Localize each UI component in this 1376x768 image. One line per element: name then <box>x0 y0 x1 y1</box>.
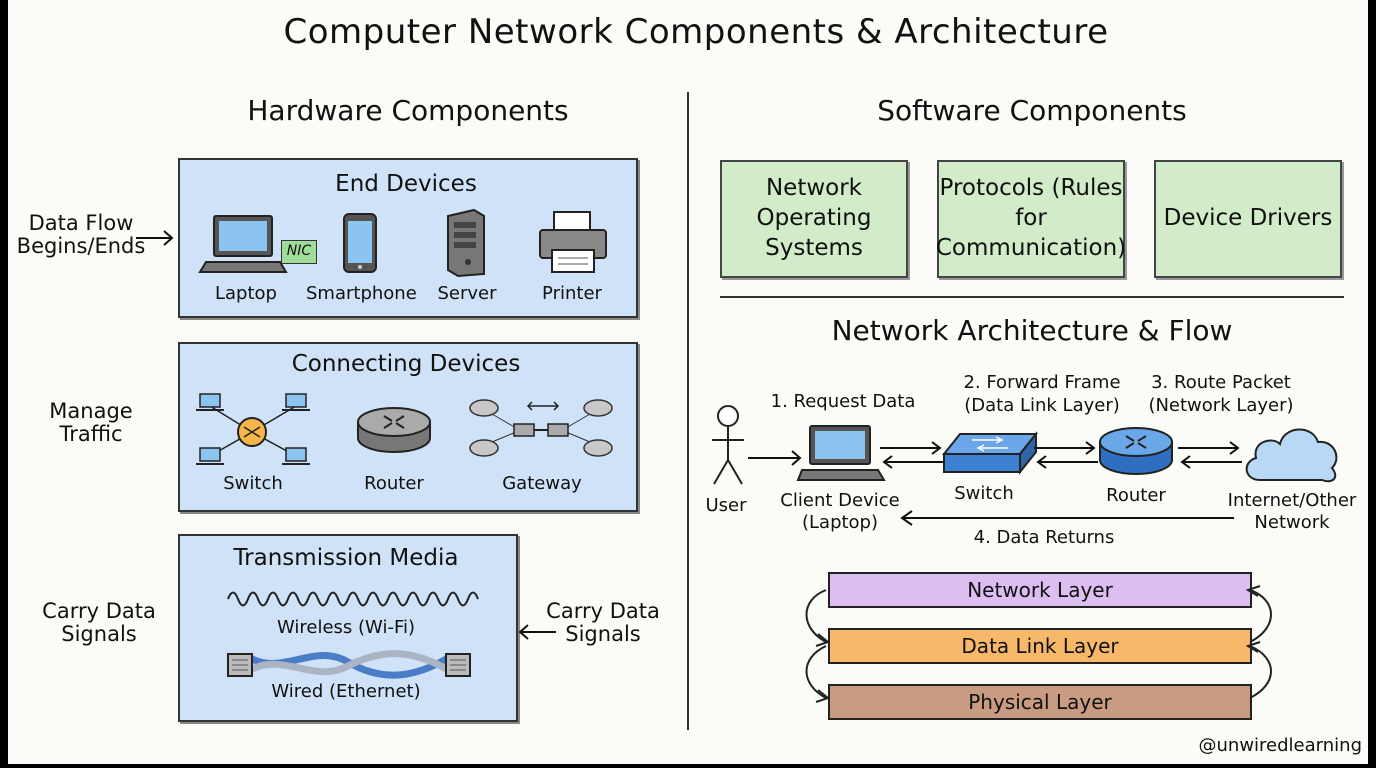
transmission-right-note: Carry Data Signals <box>546 599 660 647</box>
wave-icon <box>227 591 479 607</box>
page-title: Computer Network Components & Architectu… <box>283 12 1109 52</box>
layer-data-link: Data Link Layer <box>828 628 1252 664</box>
laptop-icon <box>198 215 288 273</box>
network-router-icon <box>1099 427 1173 475</box>
client-laptop-icon <box>796 425 886 481</box>
smartphone-icon <box>343 213 377 273</box>
watermark: @unwiredlearning <box>1198 735 1362 756</box>
step4-label: 4. Data Returns <box>973 527 1115 548</box>
switch-flow-label: Switch <box>954 483 1014 504</box>
software-box-protocols: Protocols (Rules for Communication) <box>936 160 1126 278</box>
router-flow-label: Router <box>1106 485 1166 506</box>
nic-badge: NIC <box>281 240 317 264</box>
architecture-heading: Network Architecture & Flow <box>831 314 1233 347</box>
dividers <box>687 92 1344 730</box>
end-devices-title: End Devices <box>335 171 477 197</box>
transmission-left-note: Carry Data Signals <box>42 599 156 647</box>
wired-label: Wired (Ethernet) <box>271 681 421 702</box>
connecting-devices-title: Connecting Devices <box>291 351 521 377</box>
arrow-left-icon <box>518 624 556 640</box>
return-arrow-icon <box>900 510 1234 526</box>
end-devices-note: Data Flow Begins/Ends <box>16 211 146 259</box>
cloud-icon <box>1245 428 1338 483</box>
router-icon <box>357 407 431 453</box>
switch-label: Switch <box>223 473 283 494</box>
gateway-label: Gateway <box>502 473 582 494</box>
printer-label: Printer <box>542 283 602 304</box>
router-label: Router <box>364 473 424 494</box>
network-switch-icon <box>941 431 1039 475</box>
switch-star-icon <box>196 393 310 465</box>
layer-flow-arrows <box>805 585 1272 703</box>
smartphone-label: Smartphone <box>306 283 417 304</box>
client-label: Client Device (Laptop) <box>780 490 900 533</box>
ethernet-cable-icon <box>227 650 471 679</box>
bidirectional-arrow-icon <box>880 441 944 469</box>
bidirectional-arrow-icon <box>1178 441 1242 469</box>
arrow-right-icon <box>748 450 802 466</box>
transmission-media-title: Transmission Media <box>233 545 459 571</box>
software-box-nos: Network Operating Systems <box>720 160 908 278</box>
canvas: Computer Network Components & Architectu… <box>8 0 1368 764</box>
hardware-heading: Hardware Components <box>247 94 569 127</box>
step3-label: 3. Route Packet (Network Layer) <box>1148 372 1294 416</box>
laptop-label: Laptop <box>215 283 277 304</box>
transmission-media-box <box>178 534 518 722</box>
bidirectional-arrow-icon <box>1034 441 1098 469</box>
layer-physical: Physical Layer <box>828 684 1252 720</box>
user-label: User <box>705 495 747 516</box>
server-icon <box>447 208 485 278</box>
software-heading: Software Components <box>877 94 1187 127</box>
wireless-label: Wireless (Wi-Fi) <box>276 617 416 638</box>
internet-label: Internet/Other Network <box>1227 490 1357 533</box>
connecting-devices-note: Manage Traffic <box>49 399 133 447</box>
layer-network: Network Layer <box>828 572 1252 608</box>
arrow-right-icon <box>136 230 174 246</box>
gateway-icon <box>469 399 613 457</box>
user-icon <box>712 405 744 485</box>
step1-label: 1. Request Data <box>770 391 916 412</box>
step2-label: 2. Forward Frame (Data Link Layer) <box>963 372 1121 416</box>
server-label: Server <box>437 283 497 304</box>
printer-icon <box>539 211 607 273</box>
software-box-drivers: Device Drivers <box>1154 160 1342 278</box>
